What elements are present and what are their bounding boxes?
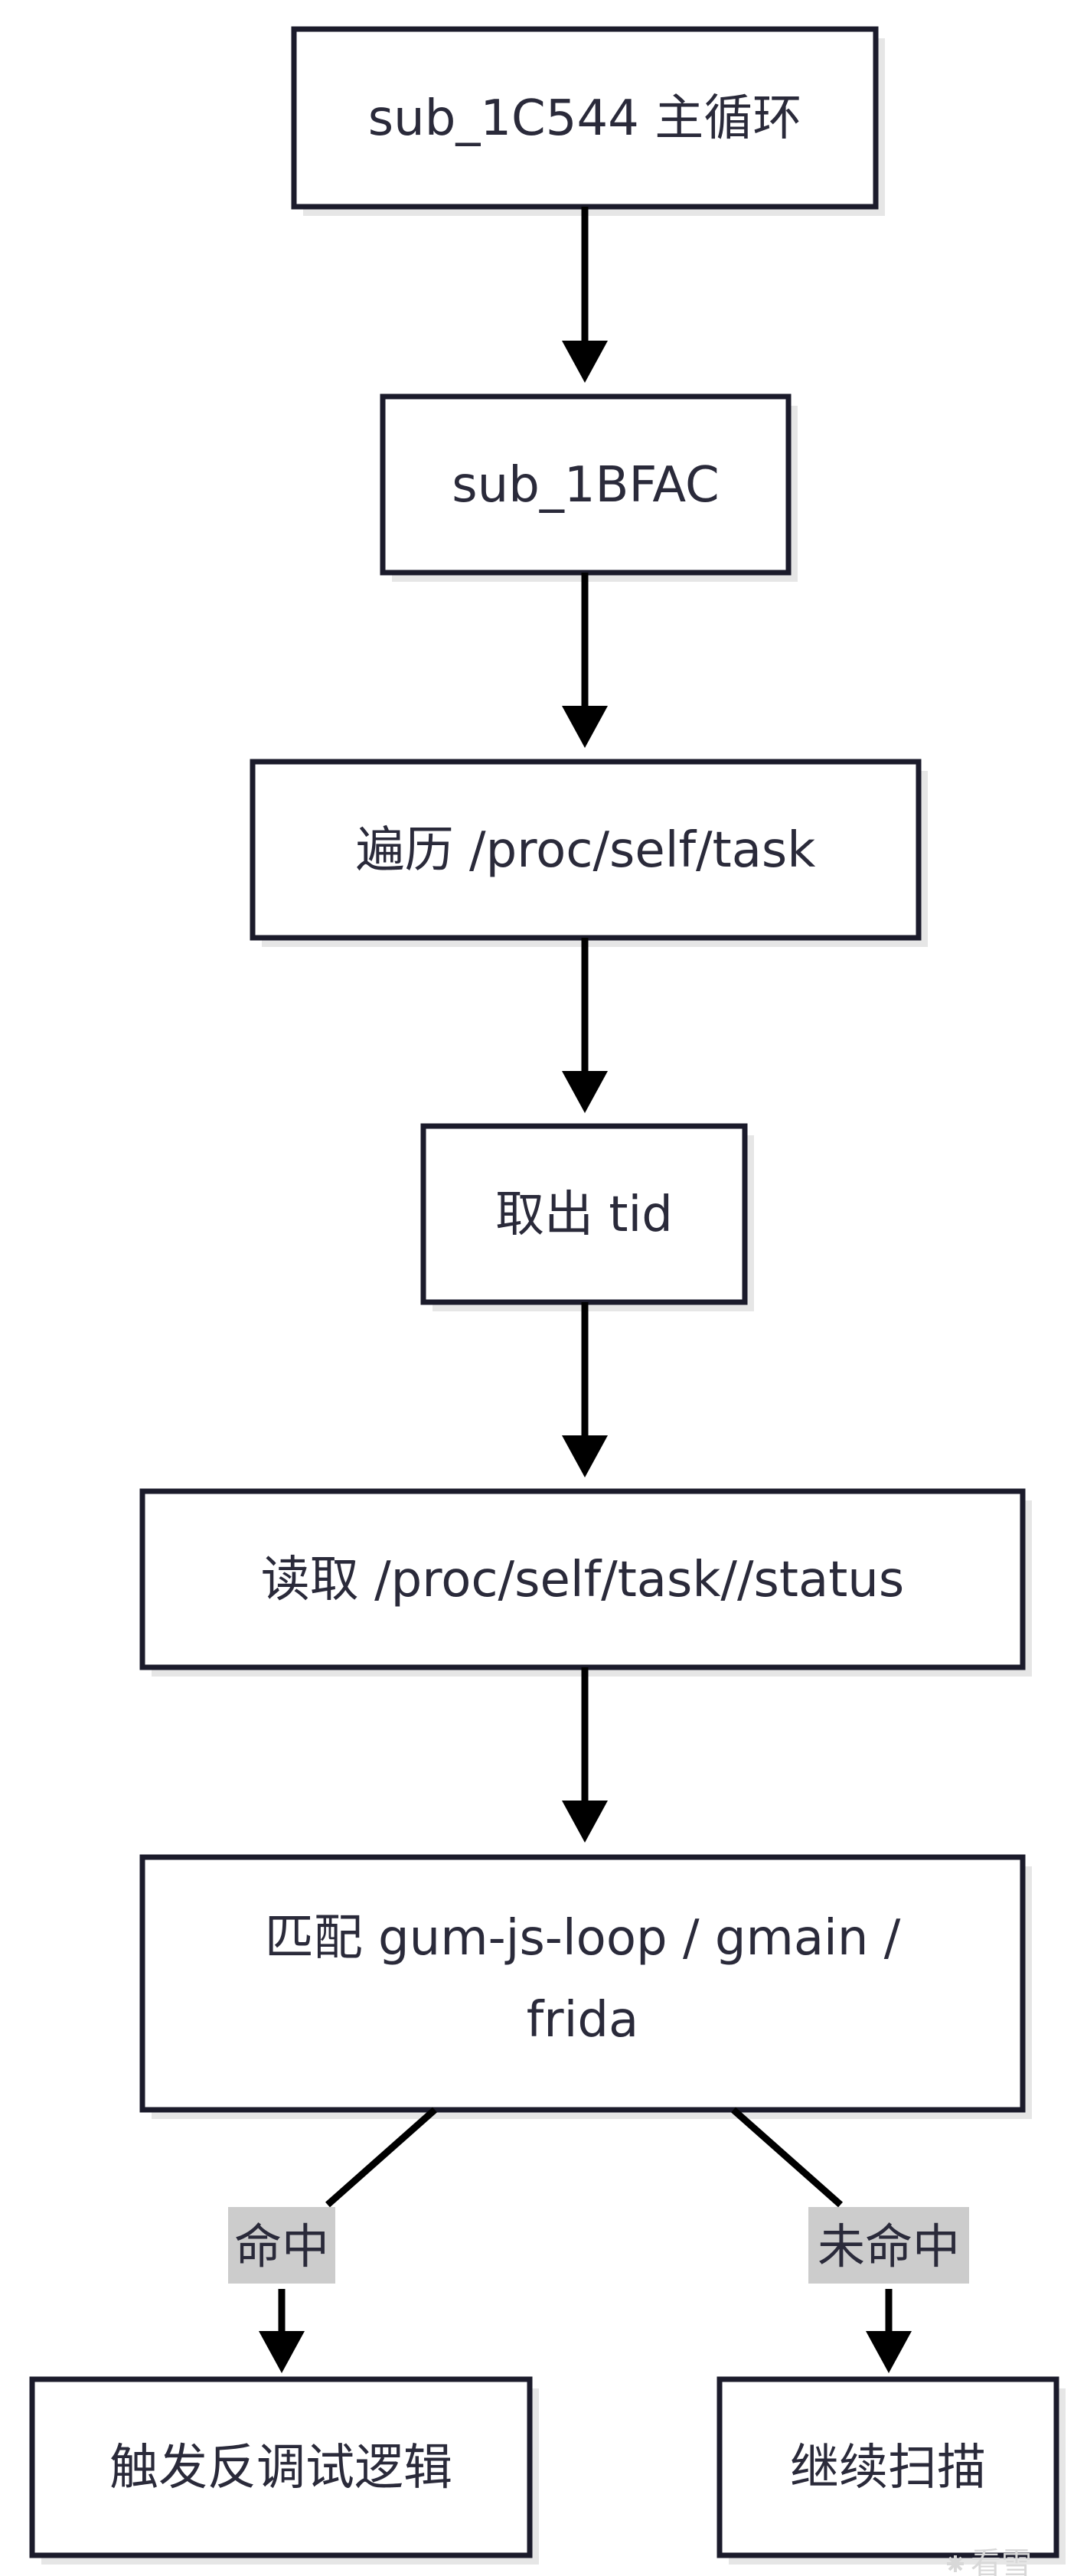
node-trigger-antidebug: 触发反调试逻辑 xyxy=(29,2376,539,2565)
node-continue-scan: 继续扫描 xyxy=(717,2376,1066,2565)
node-sub-1bfac-label: sub_1BFAC xyxy=(452,457,719,514)
node-read-status-label: 读取 /proc/self/task//status xyxy=(261,1552,904,1608)
edge-sub-to-iterate xyxy=(562,573,608,748)
node-match-line2: frida xyxy=(527,1992,638,2049)
node-get-tid-label: 取出 tid xyxy=(495,1187,673,1243)
edge-miss-label: 未命中 xyxy=(818,2218,960,2274)
node-iterate-task: 遍历 /proc/self/task xyxy=(250,759,928,947)
edge-iterate-to-tid xyxy=(562,938,608,1113)
node-trigger-antidebug-label: 触发反调试逻辑 xyxy=(109,2440,452,2496)
node-main-loop-label: sub_1C544 主循环 xyxy=(368,90,801,147)
node-match-threads: 匹配 gum-js-loop / gmain / frida xyxy=(139,1854,1032,2119)
edge-hit-label: 命中 xyxy=(234,2218,329,2274)
node-sub-1bfac: sub_1BFAC xyxy=(380,393,798,582)
watermark-text: 看雪 xyxy=(971,2546,1032,2576)
edge-match-to-trigger: 命中 xyxy=(228,2107,437,2373)
edge-read-to-match xyxy=(562,1667,608,1843)
edge-tid-to-read xyxy=(562,1302,608,1477)
node-match-line1: 匹配 gum-js-loop / gmain / xyxy=(265,1910,901,1967)
node-continue-scan-label: 继续扫描 xyxy=(790,2440,986,2496)
edge-main-to-sub xyxy=(562,207,608,383)
node-main-loop: sub_1C544 主循环 xyxy=(291,26,885,216)
watermark: 看雪 xyxy=(947,2546,1032,2576)
edge-match-to-continue: 未命中 xyxy=(731,2107,969,2373)
edge-miss-label-bg xyxy=(808,2207,969,2284)
edge-hit-label-bg xyxy=(228,2207,335,2284)
node-iterate-task-label: 遍历 /proc/self/task xyxy=(356,822,816,879)
node-read-status: 读取 /proc/self/task//status xyxy=(139,1488,1032,1677)
node-get-tid: 取出 tid xyxy=(420,1123,754,1311)
watermark-logo-icon xyxy=(947,2555,964,2572)
